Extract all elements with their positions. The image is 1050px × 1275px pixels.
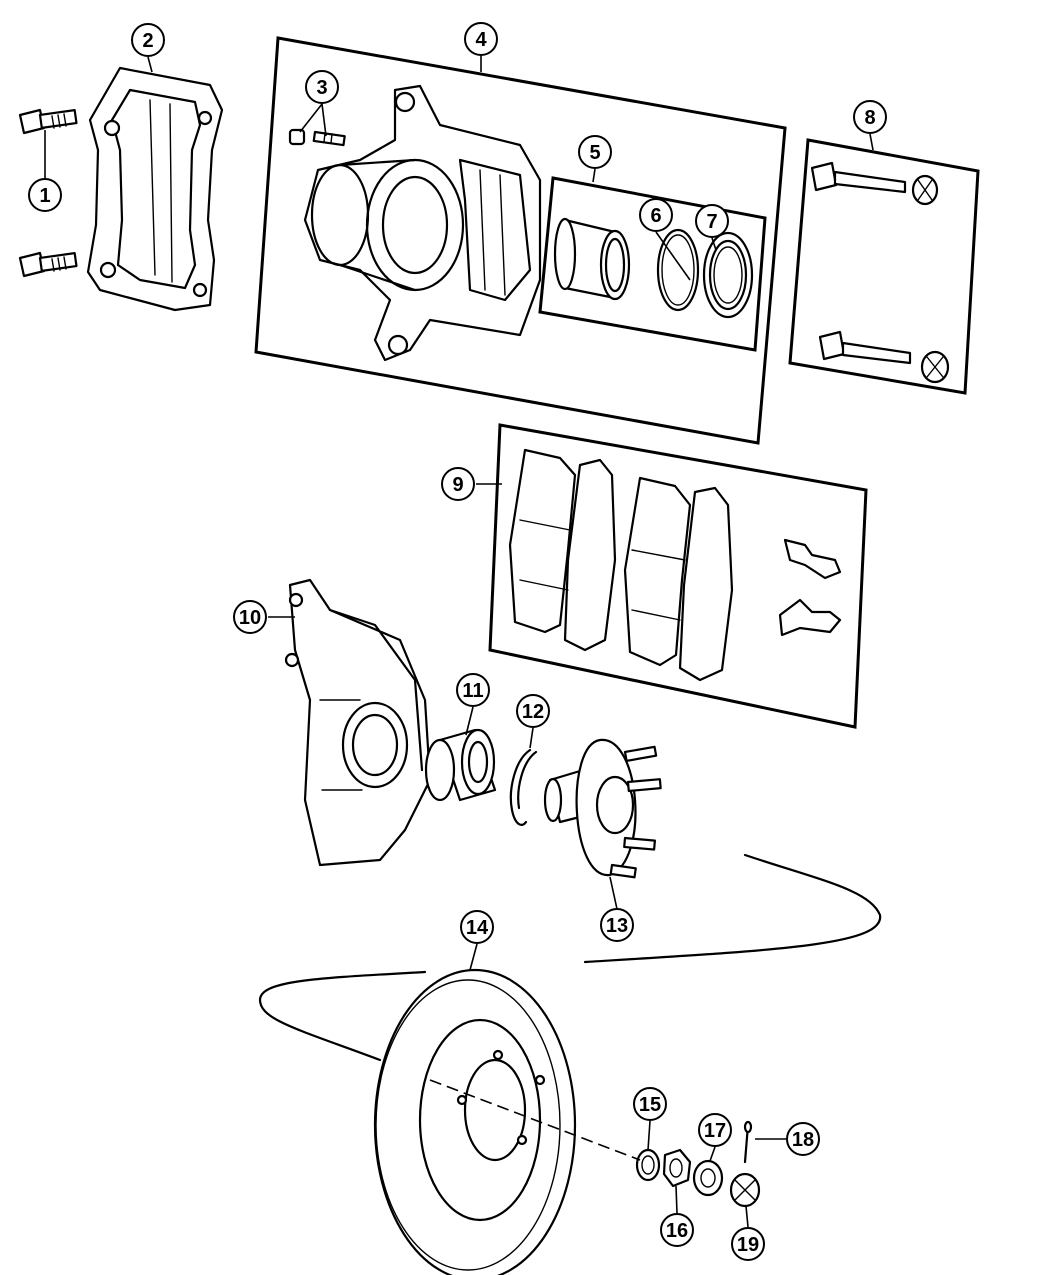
callout-label: 17 [704, 1120, 726, 1142]
caliper-housing [303, 84, 542, 362]
callout-label: 14 [466, 917, 489, 939]
callout-label: 10 [239, 607, 261, 629]
snap-ring [509, 748, 538, 826]
callout-label: 15 [639, 1094, 661, 1116]
callout-7: 7 [695, 204, 729, 238]
callout-label: 2 [142, 30, 153, 52]
callout-label: 6 [650, 205, 661, 227]
wheel-hub [543, 738, 662, 879]
callout-13: 13 [600, 908, 634, 942]
cotter-pin [743, 1120, 753, 1164]
brake-rotor [373, 968, 577, 1275]
callout-9: 9 [441, 467, 475, 501]
callout-11: 11 [456, 673, 490, 707]
callout-label: 16 [666, 1220, 688, 1242]
callout-12: 12 [516, 694, 550, 728]
nut-retainer [692, 1159, 724, 1197]
callout-label: 1 [39, 185, 50, 207]
callout-label: 13 [606, 915, 628, 937]
callout-label: 18 [792, 1129, 814, 1151]
caliper-mounting-bolts [18, 108, 78, 278]
caliper-piston [553, 217, 631, 301]
callout-label: 9 [452, 474, 463, 496]
callout-15: 15 [633, 1087, 667, 1121]
callout-label: 11 [462, 680, 483, 702]
caliper-adapter-bracket [86, 66, 224, 312]
callout-label: 8 [864, 107, 875, 129]
nut-lock [729, 1172, 761, 1208]
steering-knuckle [284, 578, 432, 867]
hub-nut [662, 1148, 692, 1188]
pad-clips [778, 538, 842, 637]
washer [635, 1148, 661, 1182]
dust-boot [702, 231, 754, 319]
brake-pads [508, 448, 734, 682]
callout-label: 12 [522, 701, 544, 723]
callout-10: 10 [233, 600, 267, 634]
callout-19: 19 [731, 1227, 765, 1261]
wheel-bearing [424, 728, 497, 802]
callout-6: 6 [639, 198, 673, 232]
callout-label: 3 [316, 77, 327, 99]
callout-label: 5 [589, 142, 600, 164]
piston-group-box [538, 176, 767, 352]
callout-14: 14 [460, 910, 494, 944]
callout-8: 8 [853, 100, 887, 134]
callout-16: 16 [660, 1213, 694, 1247]
guide-pin-group-box [788, 138, 980, 395]
caliper-group-box [254, 36, 787, 445]
assembly-path-line [583, 853, 882, 964]
callout-5: 5 [578, 135, 612, 169]
callout-label: 4 [475, 29, 487, 51]
callout-1: 1 [28, 178, 62, 212]
callout-label: 7 [706, 211, 717, 233]
callout-18: 18 [786, 1122, 820, 1156]
brake-pad-group-box [488, 423, 868, 729]
assembly-path-line [258, 970, 427, 1062]
guide-pins [810, 161, 950, 384]
assembly-center-line [429, 1079, 641, 1161]
callout-4: 4 [464, 22, 498, 56]
callout-2: 2 [131, 23, 165, 57]
bleeder-screw [288, 128, 346, 147]
callout-17: 17 [698, 1113, 732, 1147]
callout-3: 3 [305, 70, 339, 104]
callout-label: 19 [737, 1234, 759, 1256]
leader-lines [44, 56, 874, 1228]
